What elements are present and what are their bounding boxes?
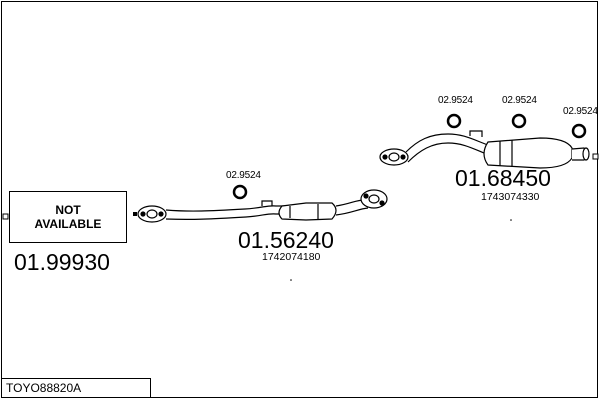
middle-pipe-assembly	[137, 189, 388, 223]
rear-oe-number: 1743074330	[481, 191, 540, 203]
hanger-rubber-3	[511, 113, 527, 129]
hanger-rubber-2	[446, 113, 462, 129]
vehicle-code: TOYO88820A	[6, 381, 82, 395]
hanger-label-2[interactable]: 02.9524	[438, 95, 473, 106]
front-flange	[137, 205, 167, 223]
not-available-label: NOT AVAILABLE	[34, 203, 102, 231]
hanger-label-1[interactable]: 02.9524	[226, 170, 261, 181]
hanger-label-4[interactable]: 02.9524	[563, 106, 598, 117]
vehicle-code-box: TOYO88820A	[1, 378, 151, 398]
front-part-number[interactable]: 01.99930	[14, 249, 110, 275]
hanger-label-3[interactable]: 02.9524	[502, 95, 537, 106]
rear-front-flange	[379, 148, 409, 166]
hanger-rubber-4	[571, 123, 587, 139]
middle-muffler	[278, 202, 337, 221]
rear-pipe-assembly	[379, 130, 590, 169]
middle-oe-number: 1742074180	[262, 251, 321, 263]
rear-part-number[interactable]: 01.68450	[455, 165, 551, 191]
hanger-rubber-1	[232, 184, 248, 200]
rear-muffler	[483, 137, 573, 169]
left-edge-marker	[2, 213, 9, 220]
dot-mark	[290, 279, 292, 281]
right-edge-marker	[592, 153, 599, 160]
middle-part-number[interactable]: 01.56240	[238, 227, 334, 253]
dot-mark	[510, 219, 512, 221]
not-available-box: NOT AVAILABLE	[9, 191, 127, 243]
middle-connector-marker	[133, 212, 137, 216]
